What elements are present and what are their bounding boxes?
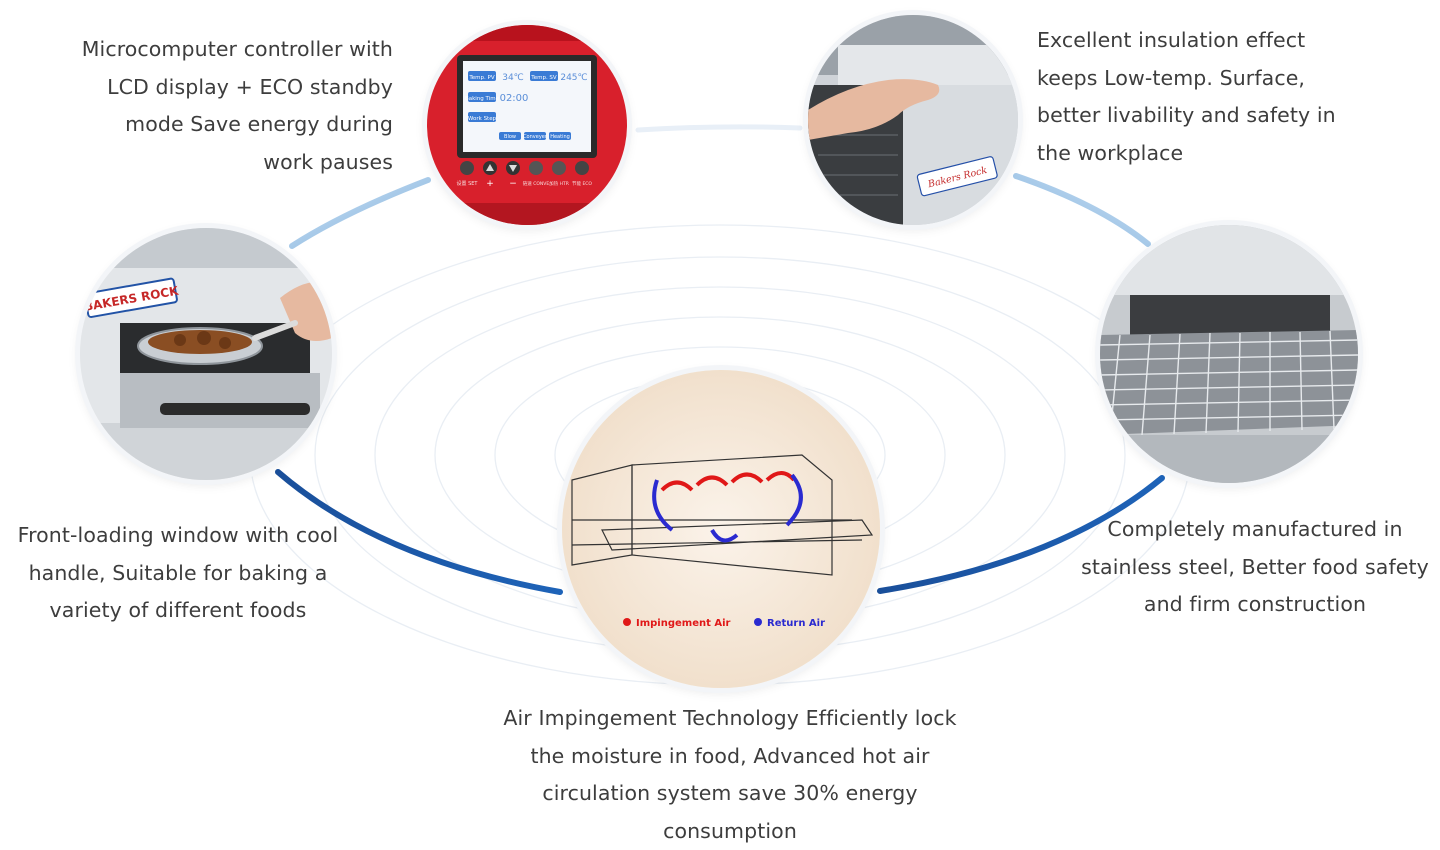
orbit-arc-lower-right xyxy=(877,475,1165,594)
caption-insulation: Excellent insulation effect keeps Low-te… xyxy=(1037,22,1336,172)
control-buttons: 设置 SET + − 链速 CONVE 加热 HTR 节能 ECO xyxy=(457,161,592,189)
air-diagram: Impingement Air Return Air xyxy=(562,370,880,688)
caption-line: better livability and safety in xyxy=(1037,103,1336,127)
caption-line: Front-loading window with cool xyxy=(17,523,339,547)
set-icon xyxy=(460,161,474,175)
hand-graphic xyxy=(808,79,940,140)
caption-air: Air Impingement Technology Efficiently l… xyxy=(460,700,1000,850)
caption-line: stainless steel, Better food safety xyxy=(1081,554,1429,579)
return-dot-icon xyxy=(754,618,762,626)
lcd-tab-conveyer: Conveyer xyxy=(523,134,548,140)
btn-label-conve: 链速 CONVE xyxy=(523,180,550,187)
btn-label-minus: − xyxy=(509,179,517,189)
eco-icon xyxy=(575,161,589,175)
lcd-label-sv: Temp. SV xyxy=(530,75,557,81)
air-legend: Impingement Air Return Air xyxy=(623,618,825,629)
lcd-rows: Temp. PV 34℃ Temp. SV 245℃ Baking Time 0… xyxy=(465,71,588,140)
orbit-arc-upper-right xyxy=(1013,173,1151,247)
lcd-value-time: 02:00 xyxy=(500,93,529,104)
conveyor-mesh xyxy=(1100,330,1358,436)
legend-impingement: Impingement Air xyxy=(636,618,731,629)
orbit-arc-lower-left xyxy=(275,469,563,595)
lcd-tab-heating: Heating xyxy=(550,134,570,140)
caption-front-loading: Front-loading window with cool handle, S… xyxy=(0,517,356,630)
caption-line: handle, Suitable for baking a xyxy=(28,560,328,585)
controller-photo: Temp. PV 34℃ Temp. SV 245℃ Baking Time 0… xyxy=(427,25,627,225)
btn-label-htr: 加热 HTR xyxy=(549,180,569,187)
stainless-photo xyxy=(1100,225,1358,483)
lcd-tab-blow: Blow xyxy=(504,134,516,140)
caption-line: LCD display + ECO standby xyxy=(107,74,393,99)
caption-line: and firm construction xyxy=(1143,592,1367,616)
caption-line: circulation system save 30% energy xyxy=(542,781,918,805)
btn-label-eco: 节能 ECO xyxy=(572,180,592,187)
conveyor-icon xyxy=(529,161,543,175)
btn-label-set: 设置 SET xyxy=(457,180,479,187)
orbit-arc-upper-left xyxy=(289,177,431,249)
lcd-value-pv: 34℃ xyxy=(502,73,524,83)
orbit-arc-top xyxy=(635,124,803,133)
btn-label-plus: + xyxy=(486,179,494,189)
caption-line: keeps Low-temp. Surface, xyxy=(1037,65,1306,90)
caption-stainless: Completely manufactured in stainless ste… xyxy=(1076,511,1434,624)
lcd-label-step: Work Step xyxy=(468,116,497,122)
legend-return: Return Air xyxy=(767,618,825,629)
insulation-photo: Bakers Rock xyxy=(808,15,1018,225)
return-arrows xyxy=(652,473,803,543)
caption-line: the moisture in food, Advanced hot air xyxy=(530,743,930,768)
caption-line: consumption xyxy=(663,818,797,843)
caption-controller: Microcomputer controller with LCD displa… xyxy=(82,31,393,181)
caption-line: variety of different foods xyxy=(49,598,307,622)
lcd-label-time: Baking Time xyxy=(465,96,500,102)
caption-line: Air Impingement Technology Efficiently l… xyxy=(503,706,957,730)
caption-line: work pauses xyxy=(263,149,393,174)
lcd-label-pv: Temp. PV xyxy=(468,75,494,81)
front-loading-photo: BAKERS ROCK xyxy=(80,228,332,480)
heater-icon xyxy=(552,161,566,175)
caption-line: mode Save energy during xyxy=(125,112,393,136)
caption-line: Excellent insulation effect xyxy=(1037,28,1306,52)
caption-line: Microcomputer controller with xyxy=(81,37,393,61)
caption-line: Completely manufactured in xyxy=(1107,517,1403,541)
impingement-dot-icon xyxy=(623,618,631,626)
caption-line: the workplace xyxy=(1037,140,1184,165)
lcd-value-sv: 245℃ xyxy=(560,73,587,83)
